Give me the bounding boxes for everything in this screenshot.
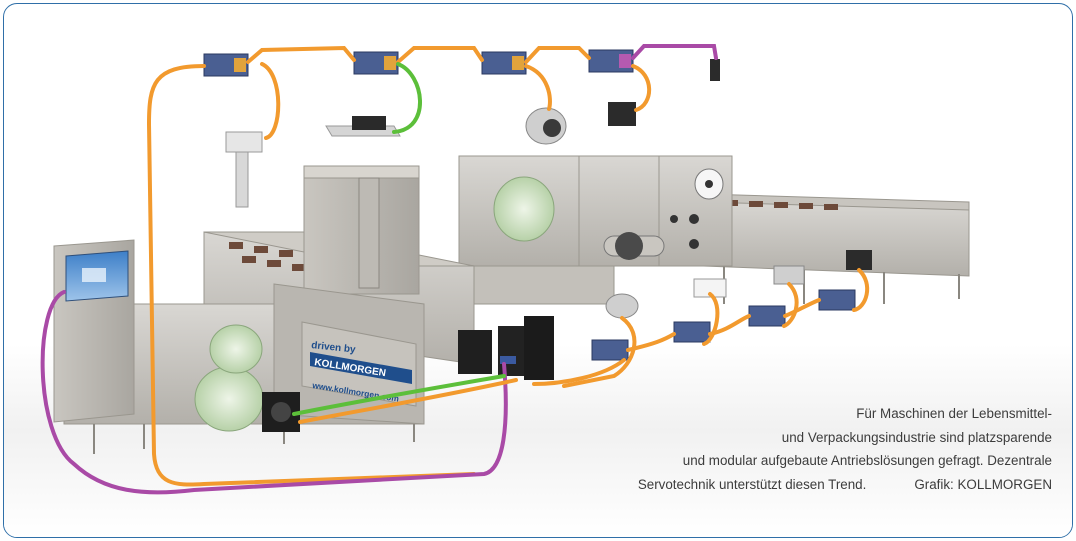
servo-drives-top xyxy=(203,49,720,81)
sealing-station xyxy=(458,155,733,267)
graphic-frame: driven by KOLLMORGEN www.kollmorgen.com xyxy=(3,3,1073,538)
caption-line: Servotechnik unterstützt diesen Trend. xyxy=(637,476,867,492)
caption-line-last: Servotechnik unterstützt diesen Trend. Gr… xyxy=(604,473,1052,497)
figure-caption: Für Maschinen der Lebensmittel- und Verp… xyxy=(604,402,1052,496)
outfeed-conveyor xyxy=(703,193,970,304)
driven-by-text: driven by xyxy=(311,340,357,356)
actuators-top xyxy=(225,102,636,208)
servo-drives-conveyor xyxy=(591,250,872,361)
caption-line: und Verpackungsindustrie sind platzspare… xyxy=(781,429,1052,445)
hmi-control-terminal xyxy=(53,239,135,423)
cable-network xyxy=(40,44,870,495)
caption-line: und modular aufgebaute Antriebslösungen … xyxy=(682,453,1052,468)
caption-line: Für Maschinen der Lebensmittel- xyxy=(856,406,1052,421)
packaging-machine-illustration: driven by KOLLMORGEN www.kollmorgen.com xyxy=(40,44,970,495)
graphic-credit: Grafik: KOLLMORGEN xyxy=(914,476,1052,492)
